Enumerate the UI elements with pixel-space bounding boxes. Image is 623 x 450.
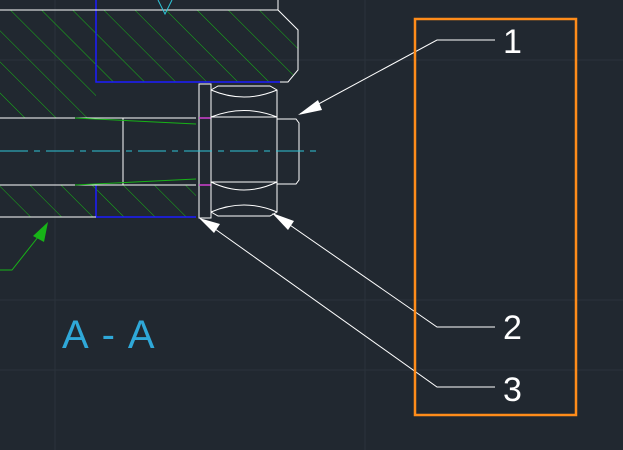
hatched-section-upper[interactable] [0, 10, 298, 118]
balloon-number-1[interactable]: 1 [503, 23, 522, 61]
hex-nut[interactable] [210, 85, 278, 217]
thread-lines [74, 117, 197, 186]
hatched-section-lower[interactable] [0, 185, 196, 217]
section-label[interactable]: A - A [62, 313, 157, 357]
balloon-number-3[interactable]: 3 [503, 371, 522, 409]
leader-arrowheads [199, 100, 322, 233]
leader-lines[interactable] [200, 39, 495, 388]
highlight-box [413, 17, 578, 417]
balloon-number-2[interactable]: 2 [503, 309, 522, 347]
view-marker-icon [157, 0, 173, 16]
cutting-plane-arrow[interactable] [0, 222, 48, 271]
